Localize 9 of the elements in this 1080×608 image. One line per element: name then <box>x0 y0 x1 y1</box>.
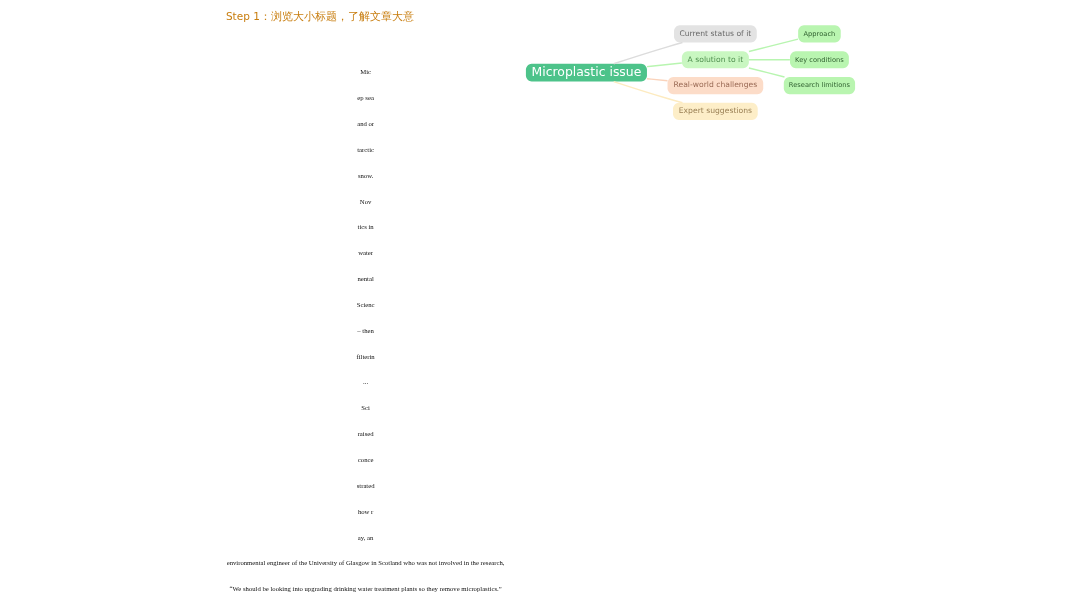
node-box: Microplastic issue <box>525 63 647 82</box>
connector <box>747 38 799 53</box>
diagram-title: Step 1：浏览大小标题，了解文章大意 <box>225 10 414 23</box>
connector <box>612 80 683 104</box>
connector <box>747 67 785 78</box>
connector <box>645 62 683 68</box>
connector <box>747 59 791 61</box>
connector <box>612 41 683 65</box>
connector <box>645 78 668 82</box>
